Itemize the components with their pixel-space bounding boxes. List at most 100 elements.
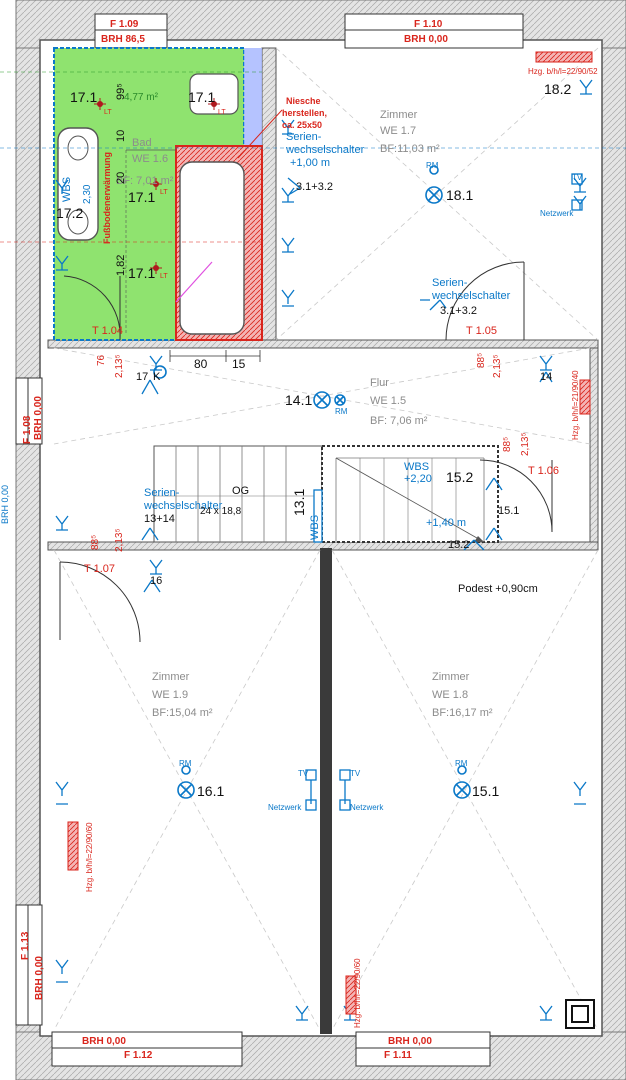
stairs-steps: 24 x 18,8: [200, 506, 242, 517]
ceiling-lamps: [153, 165, 471, 799]
room-zimmer19-name: Zimmer: [152, 671, 190, 683]
bathroom: [53, 47, 263, 341]
room-zimmer18-bf: BF:16,17 m²: [432, 707, 493, 719]
door-swings: [59, 261, 553, 643]
room-zimmer17-bf: BF:11,03 m²: [380, 143, 440, 155]
rm-label-zimmer19: RM: [179, 759, 192, 768]
door-t105: T 1.05: [466, 325, 497, 337]
circuit-15-1-a: 15.1: [498, 505, 519, 517]
niche-line-2: herstellen,: [282, 108, 327, 118]
window-f109-brh: BRH 86,5: [101, 34, 145, 45]
window-f112-brh: BRH 0,00: [82, 1036, 126, 1047]
room-bad-we: WE 1.6: [132, 153, 168, 165]
serien3-line-2: wechselschalter: [143, 500, 223, 512]
room-bad-name: Bad: [132, 137, 152, 149]
lt-label-b: LT: [218, 109, 226, 116]
left-edge-label: BRH 0,00: [0, 485, 10, 524]
window-f108-brh: BRH 0,00: [33, 396, 44, 440]
stairs-wbs-side: WBS: [309, 515, 321, 540]
circuit-17-1-c: 17.1: [128, 189, 155, 205]
lt-label-a: LT: [104, 109, 112, 116]
window-f110-id: F 1.10: [414, 19, 443, 30]
window-f110-brh: BRH 0,00: [404, 34, 448, 45]
window-f108-id: F 1.08: [22, 415, 33, 444]
circuit-17-1-b: 17.1: [188, 89, 215, 105]
stairs-podest: Podest +0,90cm: [458, 583, 538, 595]
circuit-labels: 17.1 17.1 17.1 17.1 17.2 18.2 18.1 14.1 …: [56, 81, 583, 812]
netzwerk-label-zimmer17: Netzwerk: [540, 209, 574, 218]
lamp-18-1-icon: [425, 186, 443, 204]
heater-label-4: Hzg. b/h/l=22/90/60: [353, 958, 362, 1028]
room-zimmer18-we: WE 1.8: [432, 689, 468, 701]
room-flur-bf: BF: 7,06 m²: [370, 415, 428, 427]
heater-zimmer-1-8: [345, 975, 357, 1015]
room-bad-bf: BF: 7,01 m²: [116, 175, 174, 187]
circuit-17: 17: [136, 371, 148, 383]
niche-line-1: Niesche: [286, 96, 321, 106]
room-zimmer19-we: WE 1.9: [152, 689, 188, 701]
bath-wbs-height: 2,30: [82, 184, 93, 204]
door-t107: T 1.07: [84, 563, 115, 575]
stairs-wbs-height: +2,20: [404, 473, 432, 485]
dim-76: 76: [96, 354, 107, 366]
dimension-labels: 76 2,13⁵ 80 15 88⁵ 2,13⁵ 88⁵ 2,13⁵ 88⁵ 2…: [90, 353, 531, 552]
circuit-13-1: 13.1: [291, 489, 307, 516]
interior-walls: [47, 47, 599, 1034]
dim-2135-b: 2,13⁵: [492, 354, 503, 378]
serien2-line-2: wechselschalter: [431, 290, 511, 302]
double-sink: [57, 127, 99, 241]
circuit-16: 16: [150, 575, 162, 587]
window-f111-brh: BRH 0,00: [388, 1036, 432, 1047]
dim-2135-c: 2,13⁵: [520, 432, 531, 456]
stairs-labels: OG 24 x 18,8 WBS +2,20 +1,40 m Podest +0…: [200, 461, 538, 595]
circuit-3-1-3-2-a: 3.1+3.2: [296, 181, 333, 193]
serien2-line-1: Serien-: [432, 277, 468, 289]
room-labels: Bad WE 1.6 BF: 7,01 m² Zimmer WE 1.7 BF:…: [116, 109, 493, 719]
circuit-15-2-a: 15.2: [446, 469, 473, 485]
niche-line-3: ca. 25x50: [282, 120, 322, 130]
smoke-detector-icon: [181, 765, 191, 775]
netzwerk-label-zimmer19: Netzwerk: [268, 803, 302, 812]
serien1-line-2: wechselschalter: [285, 144, 365, 156]
room-zimmer17-name: Zimmer: [380, 109, 418, 121]
circuit-15-1-b: 15.1: [472, 783, 499, 799]
circuit-3-1-3-2-b: 3.1+3.2: [440, 305, 477, 317]
dim-15: 15: [232, 357, 246, 371]
circuit-17-2: 17.2: [56, 205, 83, 221]
socket-symbols: [55, 79, 593, 1021]
room-flur-name: Flur: [370, 377, 389, 389]
tv-label-zimmer18: TV: [350, 769, 361, 778]
serien1-line-1: Serien-: [286, 131, 322, 143]
heater-zimmer-1-9: [67, 821, 79, 871]
circuit-17-1-a: 17.1: [70, 89, 97, 105]
dimension-lines: [169, 350, 261, 362]
rm-label-zimmer18: RM: [455, 759, 468, 768]
room-zimmer17-we: WE 1.7: [380, 125, 416, 137]
bath-wbs: WBS: [61, 177, 73, 202]
heater-flur: [579, 379, 591, 415]
heater-label-1: Hzg. b/h/l=22/90/52: [528, 67, 598, 76]
serien1-line-3: +1,00 m: [290, 157, 330, 169]
switch-labels: Serien- wechselschalter +1,00 m Serien- …: [143, 131, 511, 512]
heater-zimmer-1-7: [535, 51, 593, 63]
bath-dim-1: 99⁵: [115, 83, 127, 100]
stairs-wbs: WBS: [404, 461, 429, 473]
dim-2135-a: 2,13⁵: [114, 354, 125, 378]
bath-area-top: 4,77 m²: [124, 92, 159, 103]
dim-885-c: 88⁵: [90, 535, 101, 550]
dim-2135-d: 2,13⁵: [114, 528, 125, 552]
heater-label-3: Hzg. b/h/l=22/90/60: [85, 822, 94, 892]
stairs-height-140: +1,40 m: [426, 517, 466, 529]
circuit-17-1-d: 17.1: [128, 265, 155, 281]
rm-label-flur: RM: [335, 407, 348, 416]
lt-label-d: LT: [160, 273, 168, 280]
toilet: [189, 73, 239, 115]
circuit-15-2-b: 15.2: [448, 539, 469, 551]
bath-labels: 4,77 m² Fußbodenerwärmung WBS 2,30 99⁵ 1…: [61, 83, 327, 276]
room-flur-we: WE 1.5: [370, 395, 406, 407]
room-zimmer18-name: Zimmer: [432, 671, 470, 683]
netzwerk-label-zimmer18: Netzwerk: [350, 803, 384, 812]
circuit-k-label: K: [153, 371, 161, 383]
stairs-og: OG: [232, 485, 249, 497]
serien3-line-1: Serien-: [144, 487, 180, 499]
